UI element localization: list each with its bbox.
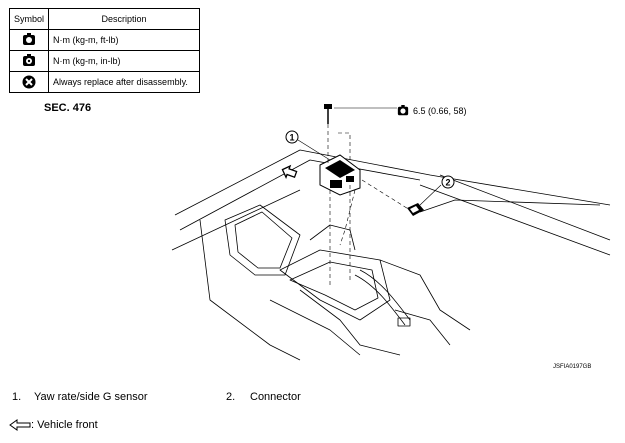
install-guide-line bbox=[338, 132, 351, 160]
floor-pocket-inner bbox=[234, 211, 293, 269]
part-2-label: Connector bbox=[250, 391, 301, 403]
legend-description: Always replace after disassembly. bbox=[48, 71, 201, 93]
legend-header-row: Symbol Description bbox=[8, 8, 201, 30]
vehicle-front-arrow-icon bbox=[281, 164, 298, 179]
wire-harness bbox=[359, 269, 411, 321]
part-1-number: 1. bbox=[12, 391, 22, 403]
yaw-rate-sensor bbox=[319, 154, 361, 196]
part-1-label: Yaw rate/side G sensor bbox=[34, 391, 148, 403]
legend-row: N·m (kg-m, ft-lb) bbox=[8, 29, 201, 51]
vehicle-front-note: : Vehicle front bbox=[9, 419, 98, 431]
callout-2-number: 2 bbox=[445, 178, 450, 188]
connector-lead bbox=[419, 199, 601, 213]
tunnel-right-lower bbox=[394, 309, 451, 346]
floor-line bbox=[179, 159, 421, 231]
callout-2-leader bbox=[419, 184, 442, 206]
callout-2: 2 bbox=[441, 175, 455, 189]
floor-left-edge bbox=[199, 219, 301, 361]
part-2-number: 2. bbox=[226, 391, 236, 403]
torque-wrench-ftlb-icon bbox=[23, 33, 35, 45]
floor-line bbox=[419, 184, 611, 256]
connector-guide-line bbox=[361, 179, 411, 211]
tunnel-right bbox=[379, 259, 471, 331]
symbol-legend-table: Symbol Description N·m (kg-m, ft-lb) N·m… bbox=[8, 8, 201, 93]
vehicle-front-label: : Vehicle front bbox=[31, 419, 98, 431]
callout-1-number: 1 bbox=[289, 133, 294, 143]
torque-value: 6.5 (0.66, 58) bbox=[413, 106, 467, 116]
tunnel-inner bbox=[289, 261, 379, 311]
floor-rear-edge bbox=[174, 149, 611, 216]
install-guide-line bbox=[339, 189, 356, 246]
always-replace-icon bbox=[22, 75, 36, 89]
bracket bbox=[309, 224, 356, 251]
tunnel-line bbox=[269, 299, 361, 356]
torque-wrench-inlb-icon bbox=[23, 54, 35, 66]
tunnel-line bbox=[299, 289, 401, 356]
floor-line bbox=[171, 189, 301, 251]
callout-1-leader bbox=[297, 139, 331, 161]
front-arrow-icon bbox=[9, 419, 31, 431]
torque-wrench-icon bbox=[397, 105, 409, 116]
figure-code: JSFIA0197GB bbox=[553, 364, 592, 370]
harness-clip bbox=[397, 317, 411, 327]
wire-harness bbox=[354, 274, 406, 326]
section-number: SEC. 476 bbox=[44, 102, 92, 114]
callout-1: 1 bbox=[285, 130, 299, 144]
torque-spec: 6.5 (0.66, 58) bbox=[397, 105, 467, 117]
floor-pocket bbox=[224, 204, 301, 276]
connector bbox=[407, 203, 424, 216]
floor-right-edge bbox=[439, 174, 611, 241]
legend-row: Always replace after disassembly. bbox=[8, 71, 201, 93]
tunnel bbox=[279, 249, 391, 321]
bolt bbox=[324, 104, 332, 124]
